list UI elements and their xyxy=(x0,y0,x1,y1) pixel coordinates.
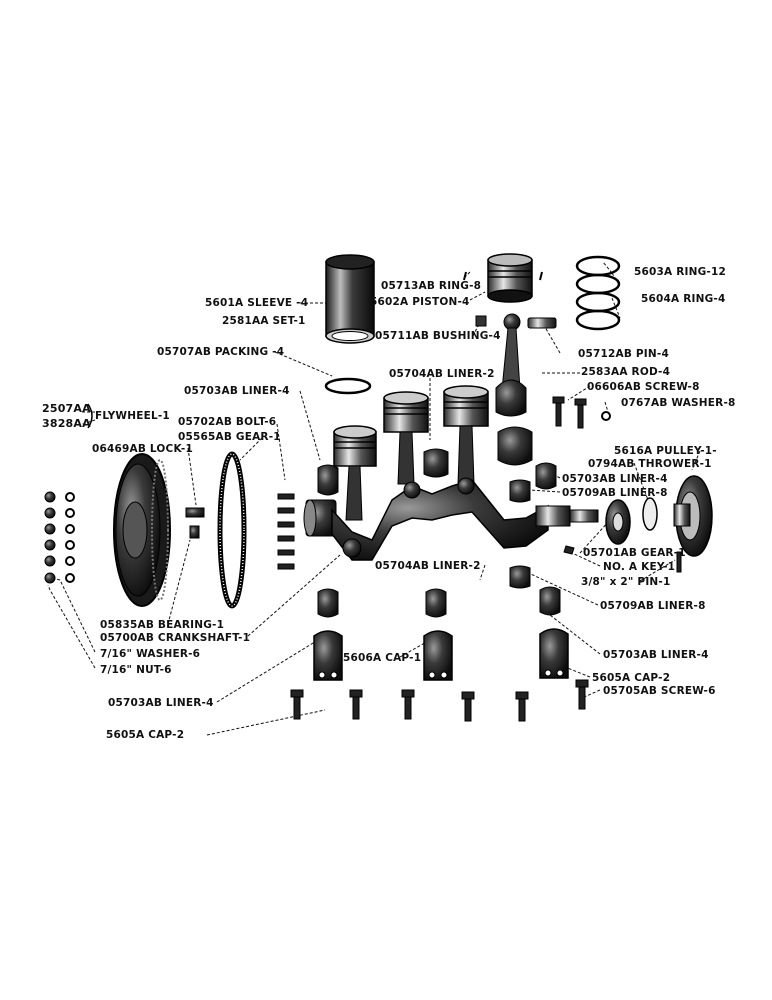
label-liner-4-lower-right: 05703AB LINER-4 xyxy=(603,649,709,661)
label-sleeve-4: 5601A SLEEVE -4 xyxy=(205,297,309,309)
label-key-1: NO. A KEY-1 xyxy=(603,561,676,573)
label-screw-6: 05705AB SCREW-6 xyxy=(603,685,716,697)
packing-ring xyxy=(324,377,372,395)
crankshaft xyxy=(303,477,599,561)
label-screw-8: 06606AB SCREW-8 xyxy=(587,381,700,393)
piston-part xyxy=(463,253,543,327)
nuts-and-washers xyxy=(44,491,75,584)
connecting-rod xyxy=(495,313,527,417)
flywheel-bolts xyxy=(277,493,295,570)
label-cap-2-left: 5605A CAP-2 xyxy=(106,729,185,741)
label-bearing-1: 05835AB BEARING-1 xyxy=(100,619,225,631)
label-thrower-1: 0794AB THROWER-1 xyxy=(588,458,712,470)
label-pulley-1: 5616A PULLEY-1- xyxy=(614,445,717,457)
ring-gear xyxy=(217,451,247,609)
label-nut-6: 7/16" NUT-6 xyxy=(100,664,172,676)
label-ring-8: 05713AB RING-8 xyxy=(381,280,482,292)
assembled-pistons xyxy=(333,385,489,521)
crank-gear xyxy=(605,499,631,545)
label-ring-4: 5604A RING-4 xyxy=(641,293,726,305)
label-bushing-4: 05711AB BUSHING-4 xyxy=(375,330,501,342)
label-rod-4: 2583AA ROD-4 xyxy=(581,366,671,378)
label-gear-1-left: 05565AB GEAR-1 xyxy=(178,431,281,443)
label-cap-1: 5606A CAP-1 xyxy=(343,652,422,664)
label-flywheel-num-1: 2507AA xyxy=(42,402,91,415)
label-liner-2-mid: 05704AB LINER-2 xyxy=(375,560,481,572)
oil-thrower xyxy=(642,497,658,531)
pulley xyxy=(673,475,713,557)
label-flywheel: FLYWHEEL-1 xyxy=(95,410,170,422)
label-flywheel-num-2: 3828AA xyxy=(42,417,91,430)
label-bolt-6: 05702AB BOLT-6 xyxy=(178,416,277,428)
label-set-1: 2581AA SET-1 xyxy=(222,315,306,327)
label-liner-2-top: 05704AB LINER-2 xyxy=(389,368,495,380)
label-washer-6: 7/16" WASHER-6 xyxy=(100,648,201,660)
lock-parts xyxy=(185,507,205,539)
leader-lines xyxy=(47,261,701,736)
label-liner-4-right: 05703AB LINER-4 xyxy=(562,473,668,485)
label-pin-4: 05712AB PIN-4 xyxy=(578,348,669,360)
flywheel-brace xyxy=(87,403,93,429)
piston-rings xyxy=(575,255,621,331)
label-lock-1: 06469AB LOCK-1 xyxy=(92,443,193,455)
label-gear-1-right: 05701AB GEAR-1 xyxy=(583,547,686,559)
crank-liners xyxy=(317,448,557,503)
label-liner-4-left: 05703AB LINER-4 xyxy=(184,385,290,397)
label-liner-4-lower-left: 05703AB LINER-4 xyxy=(108,697,214,709)
label-pin-1: 3/8" x 2" PIN-1 xyxy=(581,576,671,588)
label-liner-8-right: 05709AB LINER-8 xyxy=(562,487,668,499)
label-crankshaft-1: 05700AB CRANKSHAFT-1 xyxy=(100,632,251,644)
label-cap-2-right: 5605A CAP-2 xyxy=(592,672,671,684)
label-ring-12: 5603A RING-12 xyxy=(634,266,726,278)
label-washer-8: 0767AB WASHER-8 xyxy=(621,397,736,409)
rod-cap xyxy=(497,426,533,466)
label-liner-8-lower: 05709AB LINER-8 xyxy=(600,600,706,612)
flywheel xyxy=(113,453,171,607)
lower-liners xyxy=(317,565,561,618)
rod-screws xyxy=(552,396,611,429)
bearing-caps xyxy=(313,628,569,681)
wrist-pin xyxy=(527,317,557,329)
label-packing-4: 05707AB PACKING -4 xyxy=(157,346,285,358)
key-and-pin xyxy=(563,545,682,573)
sleeve-part xyxy=(325,254,375,344)
label-piston-4: 5602A PISTON-4 xyxy=(370,296,470,308)
cap-screws xyxy=(290,679,589,722)
